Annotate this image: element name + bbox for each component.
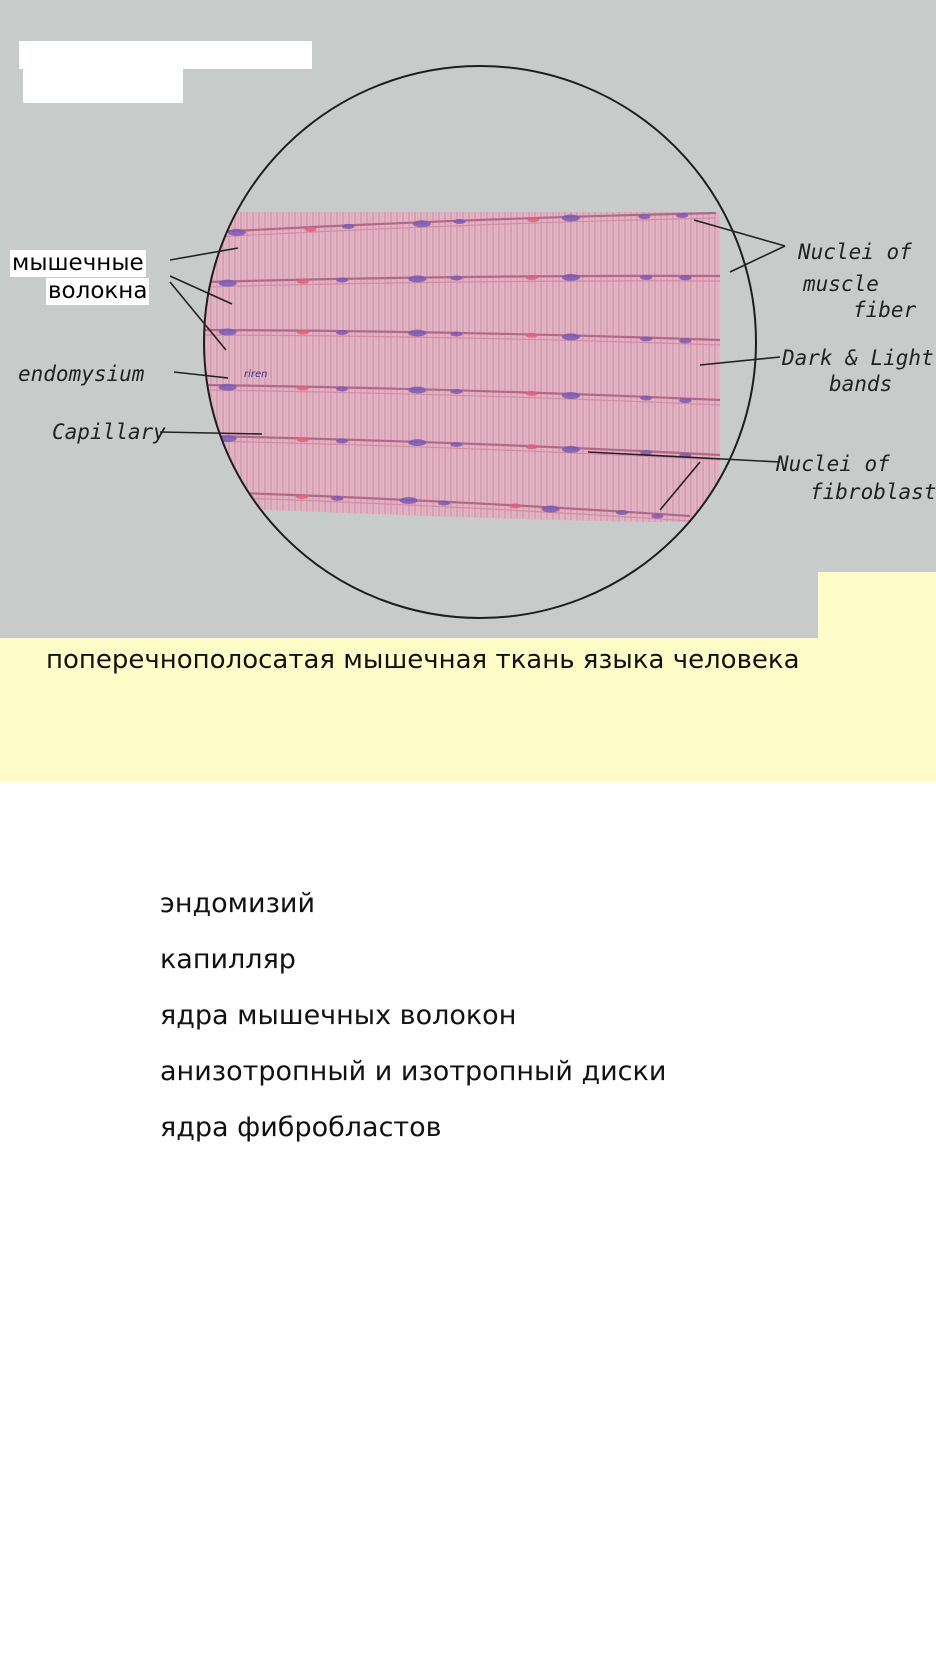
legend-item: капилляр: [160, 944, 296, 975]
muscle-tissue-area: [204, 211, 721, 522]
nucleus: [453, 219, 466, 224]
pointer-line: [169, 281, 227, 351]
nucleus: [450, 331, 463, 337]
label-bands-1: Dark & Light: [782, 346, 934, 370]
caption-notch: [818, 572, 936, 642]
label-endomysium: endomysium: [18, 362, 145, 386]
pointer-line: [159, 431, 263, 435]
nucleus: [296, 329, 309, 335]
legend-item: анизотропный и изотропный диски: [160, 1056, 667, 1087]
nucleus: [218, 328, 237, 336]
endomysium-line: [204, 440, 721, 461]
nucleus: [527, 217, 540, 223]
pointer-line: [693, 219, 786, 247]
redaction-box: [19, 41, 312, 69]
label-capillary: Capillary: [52, 420, 166, 444]
nucleus: [221, 491, 240, 499]
nucleus: [408, 329, 427, 337]
nucleus: [408, 439, 427, 447]
nucleus: [616, 510, 628, 515]
nucleus: [342, 223, 355, 229]
endomysium-line: [214, 217, 717, 238]
nucleus: [561, 445, 580, 453]
pointer-line: [699, 356, 781, 366]
nucleus: [408, 386, 427, 394]
nucleus: [640, 395, 653, 401]
nucleus: [679, 275, 692, 281]
nucleus: [651, 513, 664, 519]
nucleus: [408, 275, 427, 283]
pointer-line: [173, 371, 229, 379]
nucleus: [640, 336, 653, 342]
nucleus: [336, 329, 349, 335]
caption-box: [0, 638, 936, 782]
legend-item: ядра фибробластов: [160, 1112, 442, 1143]
nucleus: [679, 398, 692, 404]
nucleus: [450, 275, 463, 281]
nucleus: [638, 214, 651, 220]
label-fibroblast-2: fibroblast: [810, 480, 936, 504]
nucleus: [679, 338, 692, 344]
nucleus: [336, 277, 349, 283]
label-bands-2: bands: [829, 372, 893, 396]
label-fibroblast-1: Nuclei of: [776, 452, 890, 476]
microscope-field-circle: [203, 65, 757, 619]
label-muscle-fibers-line2: волокна: [46, 278, 150, 305]
legend-list: эндомизий капилляр ядра мышечных волокон…: [160, 888, 666, 1168]
pointer-line: [169, 275, 233, 305]
label-nuclei-muscle-1: Nuclei of: [798, 240, 912, 264]
nucleus: [561, 392, 580, 400]
nucleus: [509, 503, 522, 509]
nucleus: [640, 449, 653, 455]
figure-caption: поперечнополосатая мышечная ткань языка …: [46, 645, 800, 675]
nucleus: [331, 495, 344, 501]
pointer-line: [729, 245, 786, 273]
nucleus: [399, 497, 418, 505]
microscope-field-drawing: [159, 65, 786, 619]
endomysium-line: [209, 496, 691, 522]
nucleus: [227, 228, 246, 236]
nucleus: [296, 494, 308, 499]
nucleus: [218, 383, 237, 391]
nucleus: [561, 273, 580, 281]
nucleus: [438, 500, 450, 506]
legend-item: ядра мышечных волокон: [160, 1000, 517, 1031]
nucleus: [412, 220, 431, 228]
label-tiny-note: riren: [244, 369, 268, 380]
nucleus: [525, 332, 538, 338]
nucleus: [218, 279, 237, 287]
nucleus: [561, 333, 580, 341]
nucleus: [640, 275, 653, 280]
nucleus: [304, 226, 317, 232]
endomysium-line: [204, 280, 721, 288]
endomysium-line: [204, 334, 721, 346]
label-nuclei-muscle-3: fiber: [853, 298, 917, 322]
redaction-box: [23, 67, 183, 103]
nucleus: [336, 386, 349, 392]
nucleus: [525, 444, 538, 450]
nucleus: [450, 389, 463, 394]
pointer-line: [169, 247, 239, 261]
endomysium-line: [204, 389, 721, 406]
nucleus: [525, 275, 538, 281]
nucleus: [561, 214, 580, 222]
muscle-fiber-band: [204, 212, 720, 522]
nucleus: [296, 385, 309, 391]
legend-item: эндомизий: [160, 888, 316, 919]
pointer-line: [659, 461, 701, 511]
nucleus: [450, 442, 463, 447]
nucleus: [296, 437, 309, 443]
nucleus: [525, 390, 538, 396]
nucleus: [296, 279, 309, 284]
label-muscle-fibers-line1: мышечные: [10, 250, 146, 277]
nucleus: [676, 213, 689, 219]
nucleus: [336, 438, 349, 444]
histology-figure: мышечные волокна endomysium Capillary ri…: [0, 0, 936, 640]
label-nuclei-muscle-2: muscle: [803, 272, 879, 296]
pointer-line: [587, 451, 781, 463]
nucleus: [541, 505, 560, 513]
